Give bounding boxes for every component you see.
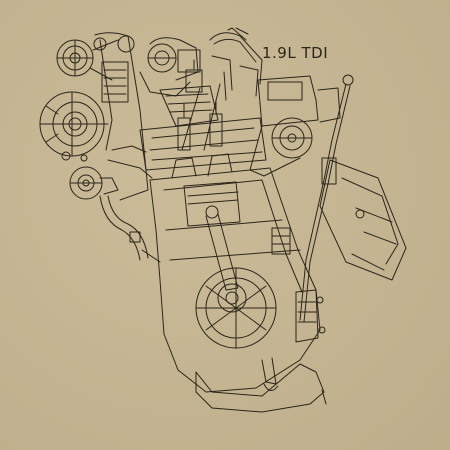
fuel-lines-icon: [108, 28, 248, 178]
timing-belt-icon: [95, 33, 148, 200]
oil-pan-icon: [196, 358, 326, 412]
oil-filter-icon: [272, 228, 325, 342]
engine-title: 1.9L TDI: [262, 44, 329, 62]
turbocharger-icon: [140, 38, 200, 96]
crank-pulley-icon: [40, 92, 108, 161]
cylinder-head-icon: [140, 100, 266, 178]
starter-motor-icon: [320, 158, 406, 280]
engine-block-icon: [150, 168, 320, 392]
water-pump-icon: [70, 167, 118, 199]
connecting-rod-icon: [206, 214, 246, 312]
dipstick-icon: [300, 75, 353, 322]
intake-manifold-icon: [160, 33, 262, 126]
piston-icon: [184, 182, 240, 226]
crankshaft-icon: [196, 268, 276, 348]
injection-pump-icon: [250, 76, 340, 176]
coolant-hose-icon: [100, 196, 160, 262]
alternator-pulley-icon: [57, 36, 134, 80]
